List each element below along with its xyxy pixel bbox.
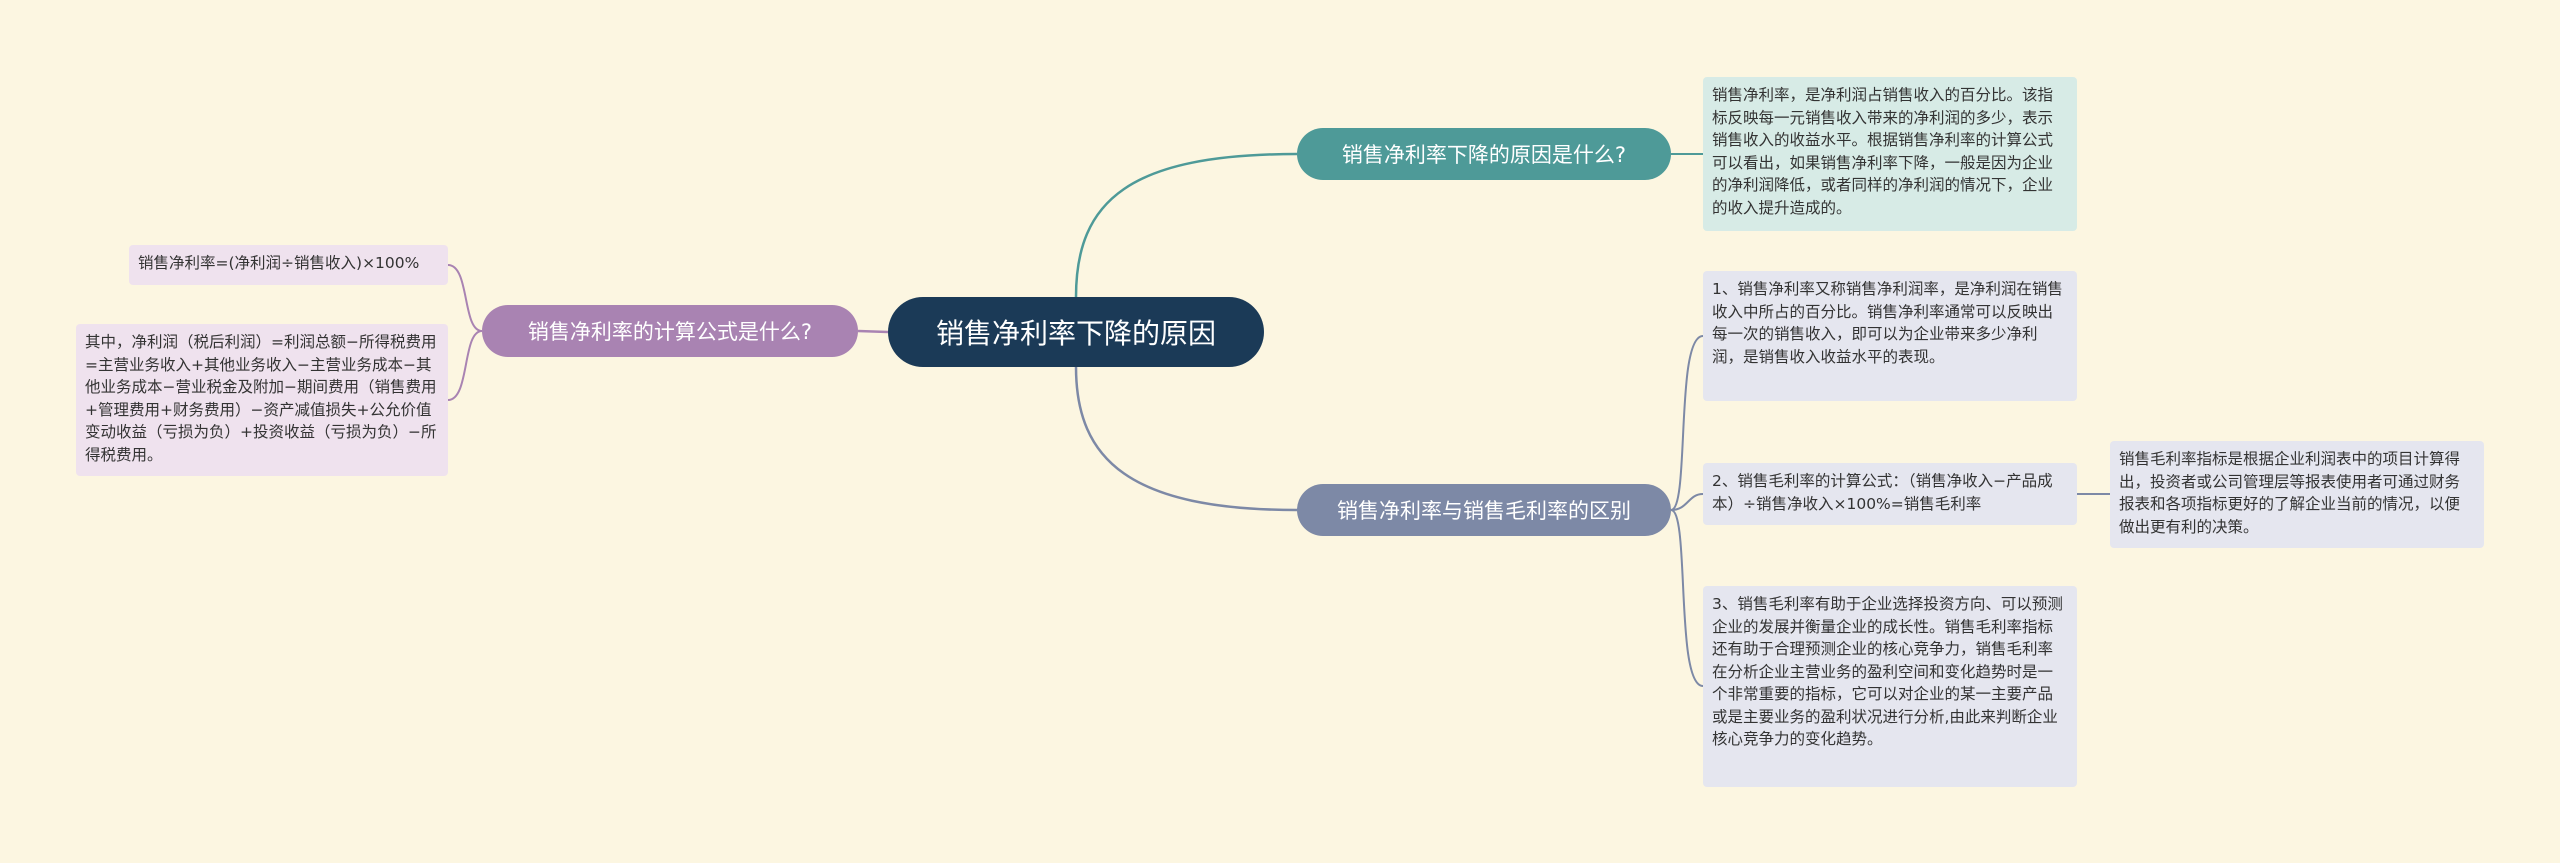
link-diff-leaf3 xyxy=(1670,509,1704,687)
branch-difference[interactable]: 销售净利率与销售毛利率的区别 xyxy=(1297,484,1671,536)
root-topic-label: 销售净利率下降的原因 xyxy=(935,317,1216,350)
link-root-reason xyxy=(1074,152,1298,298)
branch-reason-label: 销售净利率下降的原因是什么? xyxy=(1341,143,1627,167)
root-topic[interactable]: 销售净利率下降的原因 xyxy=(888,297,1264,367)
branch-difference-label: 销售净利率与销售毛利率的区别 xyxy=(1337,499,1631,523)
branch-formula[interactable]: 销售净利率的计算公式是什么? xyxy=(482,305,858,357)
link-formula-leaf2 xyxy=(447,330,483,401)
leaf-formula-net-profit[interactable]: 其中，净利润（税后利润）=利润总额−所得税费用=主营业务收入+其他业务收入−主营… xyxy=(76,324,448,476)
link-diff-leaf2 xyxy=(1670,493,1704,511)
leaf-difference-2[interactable]: 2、销售毛利率的计算公式：（销售净收入−产品成本）÷销售净收入×100%=销售毛… xyxy=(1703,463,2077,525)
leaf-gross-margin-indicator[interactable]: 销售毛利率指标是根据企业利润表中的项目计算得出，投资者或公司管理层等报表使用者可… xyxy=(2110,441,2484,548)
leaf-formula-equation[interactable]: 销售净利率=(净利润÷销售收入)×100% xyxy=(129,245,448,285)
leaf-reason-detail[interactable]: 销售净利率，是净利润占销售收入的百分比。该指标反映每一元销售收入带来的净利润的多… xyxy=(1703,77,2077,231)
link-root-formula xyxy=(857,329,889,334)
leaf-difference-3[interactable]: 3、销售毛利率有助于企业选择投资方向、可以预测企业的发展并衡量企业的成长性。销售… xyxy=(1703,586,2077,787)
branch-reason[interactable]: 销售净利率下降的原因是什么? xyxy=(1297,128,1671,180)
link-root-difference xyxy=(1074,366,1298,512)
branch-formula-label: 销售净利率的计算公式是什么? xyxy=(527,320,813,344)
link-diff-leaf1 xyxy=(1670,335,1704,511)
leaf-difference-1[interactable]: 1、销售净利率又称销售净利润率，是净利润在销售收入中所占的百分比。销售净利率通常… xyxy=(1703,271,2077,401)
link-formula-leaf1 xyxy=(447,264,483,332)
